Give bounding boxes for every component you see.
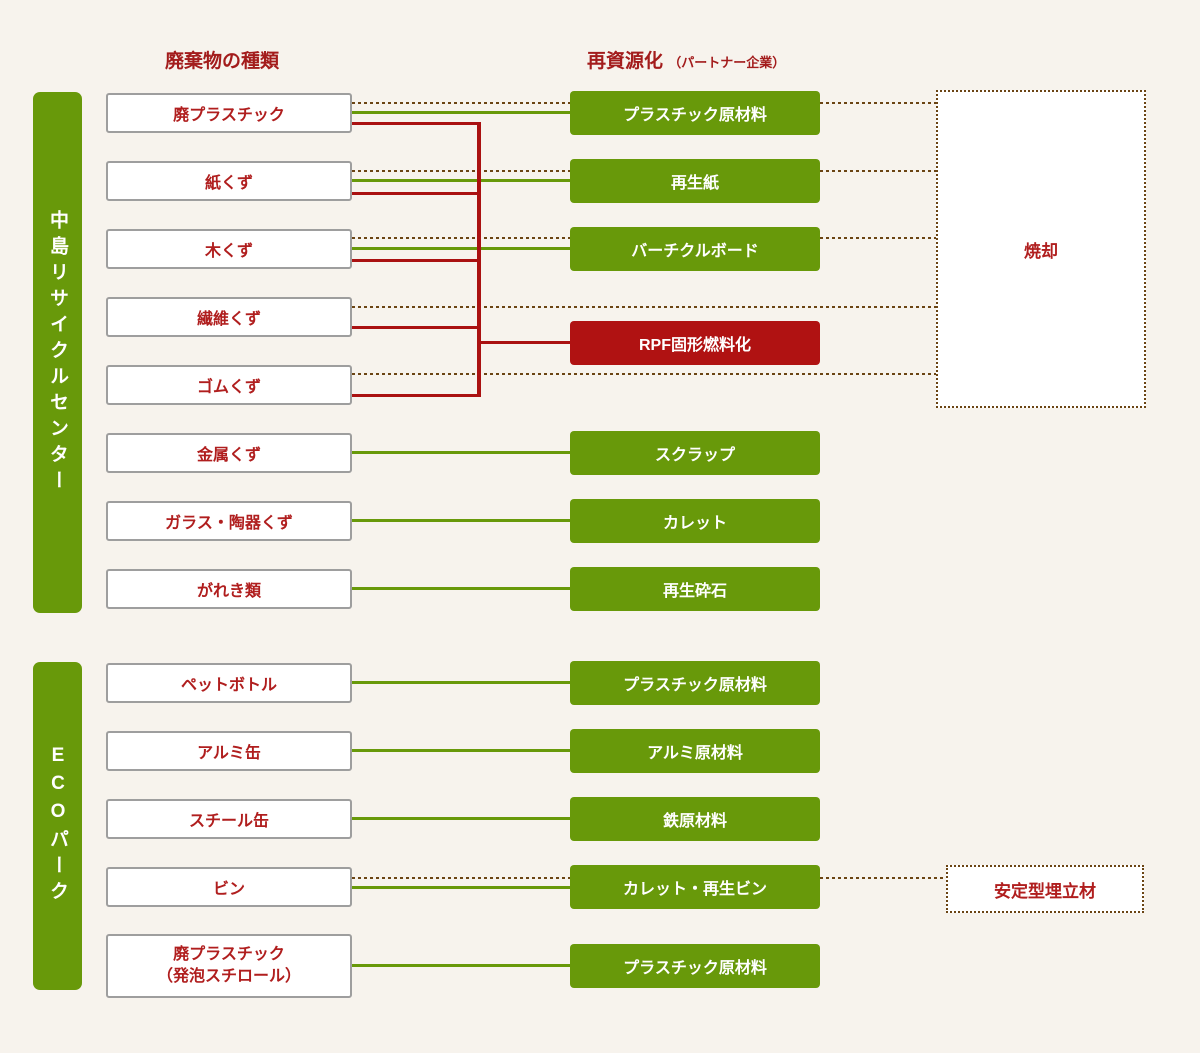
connector-green-bottle <box>352 886 570 889</box>
waste-box-fiber: 繊維くず <box>106 297 352 337</box>
waste-box-pet-bottle: ペットボトル <box>106 663 352 703</box>
connector-dotted-plastic-right <box>820 102 936 104</box>
sidebar-eco-park-label-kana: パーク <box>47 829 68 907</box>
waste-box-glass: ガラス・陶器くず <box>106 501 352 541</box>
waste-box-plastic: 廃プラスチック <box>106 93 352 133</box>
connector-dotted-plastic-left <box>352 102 570 104</box>
waste-box-paper: 紙くず <box>106 161 352 201</box>
connector-red-paper <box>352 192 481 195</box>
connector-green-styrofoam <box>352 964 570 967</box>
output-box-iron-material: 鉄原材料 <box>570 797 820 841</box>
connector-dotted-rubber <box>352 373 936 375</box>
waste-box-bottle: ビン <box>106 867 352 907</box>
output-box-plastic-material-styrofoam: プラスチック原材料 <box>570 944 820 988</box>
waste-box-styrofoam-line1: 廃プラスチック <box>173 946 285 964</box>
sidebar-eco-park-label-latin: ECO <box>47 745 69 829</box>
output-box-particle-board: バーチクルボード <box>570 227 820 271</box>
output-box-recycled-gravel: 再生砕石 <box>570 567 820 611</box>
column-header-recycling: 再資源化 （パートナー企業） <box>587 46 785 73</box>
connector-dotted-wood-right <box>820 237 936 239</box>
connector-red-plastic <box>352 122 481 125</box>
connector-green-plastic <box>352 111 570 114</box>
output-box-cullet-bottle: カレット・再生ビン <box>570 865 820 909</box>
connector-green-glass <box>352 519 570 522</box>
output-box-recycled-paper: 再生紙 <box>570 159 820 203</box>
connector-green-wood <box>352 247 570 250</box>
connector-dotted-fiber <box>352 306 936 308</box>
output-box-plastic-material-pet: プラスチック原材料 <box>570 661 820 705</box>
terminal-box-incineration: 焼却 <box>936 90 1146 408</box>
waste-box-steel-can: スチール缶 <box>106 799 352 839</box>
connector-dotted-bottle-left <box>352 877 570 879</box>
connector-red-fiber <box>352 326 481 329</box>
connector-dotted-paper-right <box>820 170 936 172</box>
recycling-header-text: 再資源化 <box>587 51 664 72</box>
connector-green-steel <box>352 817 570 820</box>
waste-box-aluminum-can: アルミ缶 <box>106 731 352 771</box>
sidebar-recycle-center-label: 中島リサイクルセンター <box>47 209 68 496</box>
output-box-rpf-fuel: RPF固形燃料化 <box>570 321 820 365</box>
connector-green-paper <box>352 179 570 182</box>
connector-red-wood <box>352 259 481 262</box>
waste-box-metal: 金属くず <box>106 433 352 473</box>
output-box-aluminum-material: アルミ原材料 <box>570 729 820 773</box>
waste-box-rubble: がれき類 <box>106 569 352 609</box>
terminal-box-landfill: 安定型埋立材 <box>946 865 1144 913</box>
column-header-waste-types: 廃棄物の種類 <box>165 51 280 72</box>
waste-box-styrofoam: 廃プラスチック （発泡スチロール） <box>106 934 352 998</box>
connector-red-rpf-feed <box>477 341 570 344</box>
recycling-header-note: （パートナー企業） <box>668 55 786 70</box>
connector-green-pet <box>352 681 570 684</box>
connector-green-metal <box>352 451 570 454</box>
sidebar-recycle-center: 中島リサイクルセンター <box>33 92 82 613</box>
connector-red-rubber <box>352 394 481 397</box>
connector-green-rubble <box>352 587 570 590</box>
connector-dotted-bottle-right <box>820 877 946 879</box>
connector-red-trunk <box>477 122 481 397</box>
output-box-scrap: スクラップ <box>570 431 820 475</box>
waste-box-wood: 木くず <box>106 229 352 269</box>
connector-dotted-paper-left <box>352 170 570 172</box>
connector-dotted-wood-left <box>352 237 570 239</box>
waste-box-styrofoam-line2: （発泡スチロール） <box>156 968 301 985</box>
output-box-plastic-material: プラスチック原材料 <box>570 91 820 135</box>
connector-green-aluminum <box>352 749 570 752</box>
waste-box-rubber: ゴムくず <box>106 365 352 405</box>
output-box-cullet: カレット <box>570 499 820 543</box>
